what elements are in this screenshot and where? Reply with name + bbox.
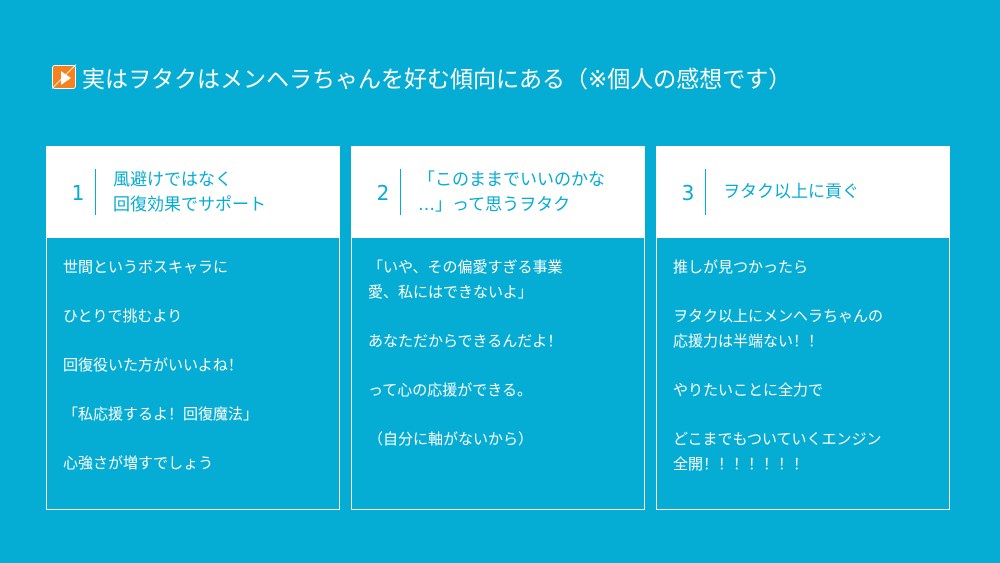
card-divider bbox=[400, 169, 401, 215]
play-button-icon bbox=[51, 64, 77, 89]
card-line: って心の応援ができる。 bbox=[368, 381, 532, 399]
card-line: どこまでもついていくエンジン 全開！！！！！！！ bbox=[673, 430, 882, 473]
card-title: 「このままでいいのかな …」って思うヲタク bbox=[418, 169, 605, 215]
card-header: 2 「このままでいいのかな …」って思うヲタク bbox=[352, 147, 644, 238]
card-number: 2 bbox=[376, 180, 390, 205]
card-line: やりたいことに全力で bbox=[673, 381, 824, 399]
card-number: 1 bbox=[71, 180, 85, 205]
card-2: 2 「このままでいいのかな …」って思うヲタク 「いや、その偏愛すぎる事業 愛、… bbox=[351, 146, 645, 510]
card-line: 「いや、その偏愛すぎる事業 愛、私にはできないよ」 bbox=[368, 258, 563, 301]
card-header: 1 風避けではなく 回復効果でサポート bbox=[47, 147, 339, 238]
card-header: 3 ヲタク以上に貢ぐ bbox=[657, 147, 949, 238]
card-body: 世間というボスキャラに ひとりで挑むより 回復役いた方がいいよね！ 「私応援する… bbox=[63, 255, 329, 500]
card-line: 推しが見つかったら bbox=[673, 258, 809, 276]
card-line: 「私応援するよ！回復魔法」 bbox=[63, 405, 259, 423]
slide-title-text: 実はヲタクはメンヘラちゃんを好む傾向にある（※個人の感想です） bbox=[82, 67, 792, 93]
card-title: ヲタク以上に貢ぐ bbox=[723, 182, 859, 202]
card-divider bbox=[705, 169, 706, 215]
card-line: 心強さが増すでしょう bbox=[63, 454, 214, 472]
card-number: 3 bbox=[681, 180, 695, 205]
card-line: （自分に軸がないから） bbox=[368, 430, 534, 448]
card-line: ヲタク以上にメンヘラちゃんの 応援力は半端ない！！ bbox=[673, 307, 884, 350]
card-divider bbox=[95, 169, 96, 215]
card-1: 1 風避けではなく 回復効果でサポート 世間というボスキャラに ひとりで挑むより… bbox=[46, 146, 340, 510]
card-title: 風避けではなく 回復効果でサポート bbox=[113, 169, 266, 215]
card-line: 世間というボスキャラに bbox=[63, 258, 229, 276]
card-body: 「いや、その偏愛すぎる事業 愛、私にはできないよ」 あなただからできるんだよ！ … bbox=[368, 255, 634, 476]
card-line: ひとりで挑むより bbox=[63, 307, 183, 325]
card-line: あなただからできるんだよ！ bbox=[368, 332, 563, 350]
card-3: 3 ヲタク以上に貢ぐ 推しが見つかったら ヲタク以上にメンヘラちゃんの 応援力は… bbox=[656, 146, 950, 510]
slide-title: 実はヲタクはメンヘラちゃんを好む傾向にある（※個人の感想です） bbox=[51, 60, 792, 94]
card-body: 推しが見つかったら ヲタク以上にメンヘラちゃんの 応援力は半端ない！！ やりたい… bbox=[673, 255, 939, 501]
card-line: 回復役いた方がいいよね！ bbox=[63, 356, 243, 374]
